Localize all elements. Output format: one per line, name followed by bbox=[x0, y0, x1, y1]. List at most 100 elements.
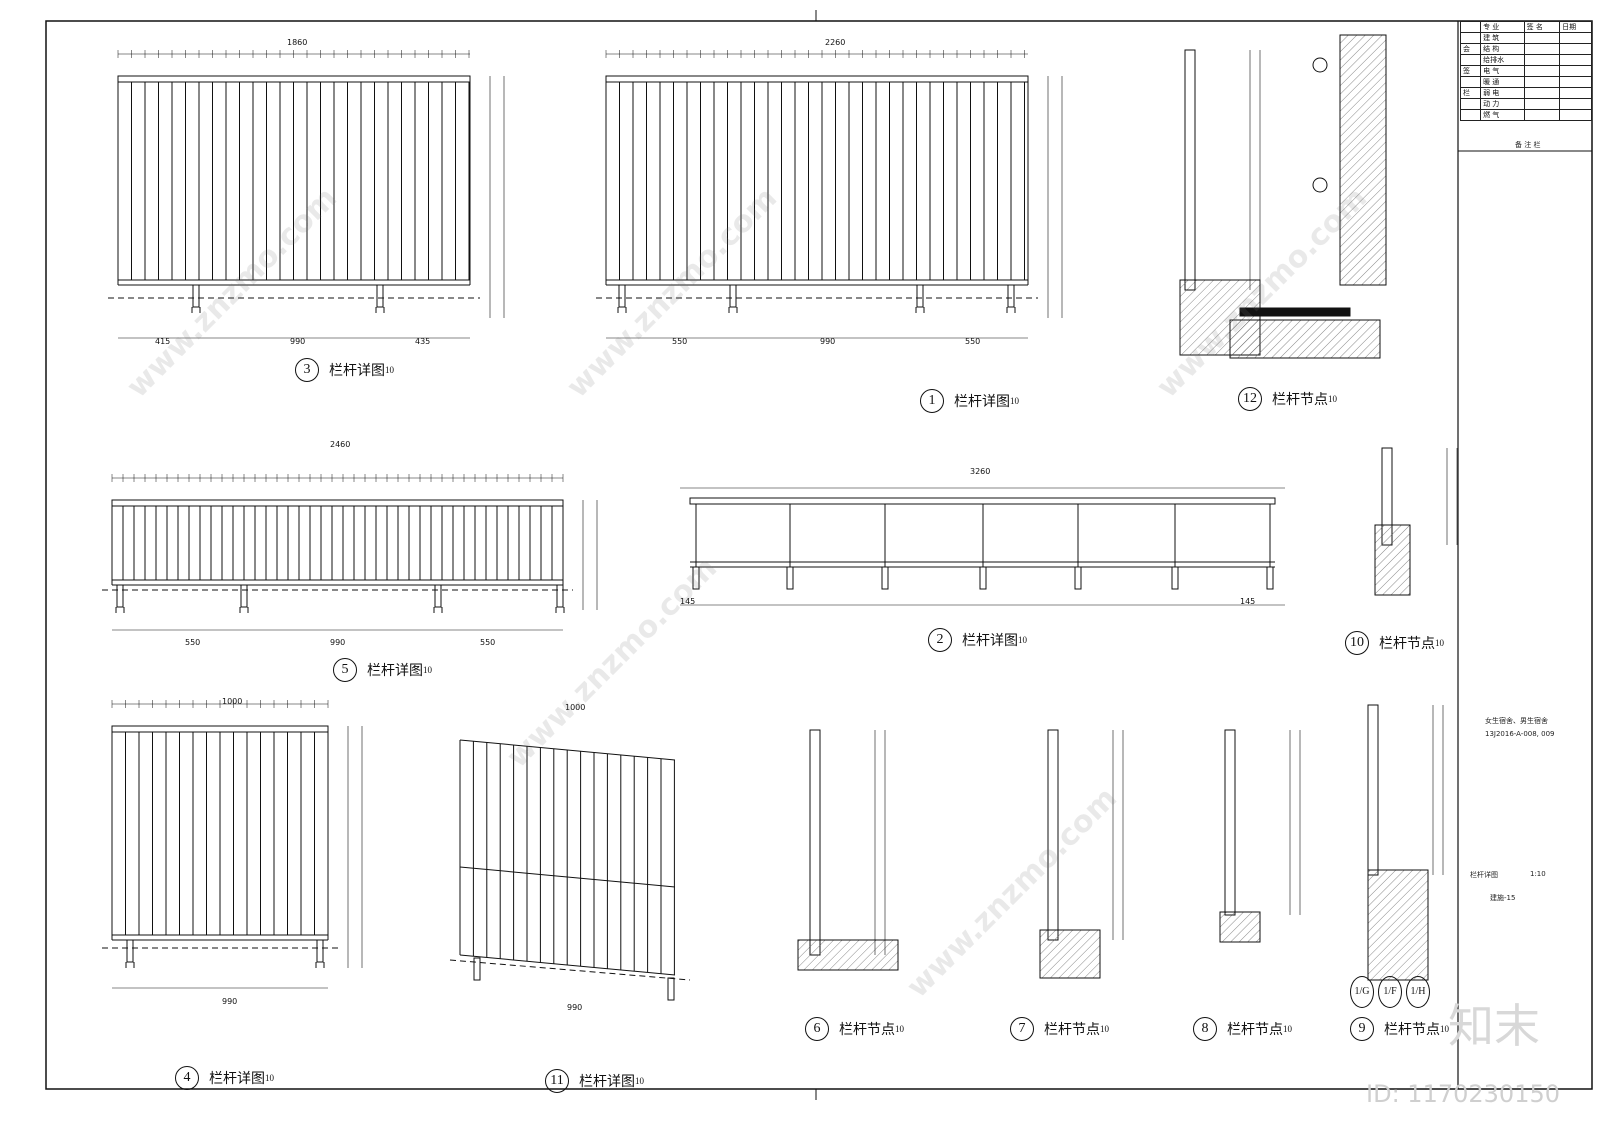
signoff-cell: 电 气 bbox=[1480, 65, 1525, 77]
signoff-cell bbox=[1523, 76, 1561, 88]
dim-d3-b1: 415 bbox=[155, 337, 171, 346]
signoff-row: 会结 构 bbox=[1459, 43, 1592, 55]
signoff-row: 建 筑 bbox=[1459, 32, 1592, 44]
bottom-rail bbox=[459, 954, 676, 976]
signoff-cell bbox=[1459, 76, 1482, 88]
railing-detail-3 bbox=[108, 50, 505, 339]
anchor-bolt bbox=[125, 962, 135, 968]
signoff-cell bbox=[1523, 43, 1561, 55]
signoff-cell: 燃 气 bbox=[1480, 109, 1525, 121]
anchor-post bbox=[729, 284, 737, 308]
finish-floor-line bbox=[449, 959, 691, 981]
anchor-post bbox=[434, 584, 442, 608]
railing-node-7 bbox=[1039, 729, 1124, 979]
handrail-section bbox=[1312, 57, 1328, 73]
brand-logo: 知末 bbox=[1448, 999, 1540, 1053]
anchor-post bbox=[786, 566, 794, 590]
railing-detail-1 bbox=[596, 50, 1063, 339]
anchor-bolt bbox=[191, 307, 201, 313]
signoff-row: 给排水 bbox=[1459, 54, 1592, 66]
signoff-cell: 暖 通 bbox=[1480, 76, 1525, 88]
post-section bbox=[1184, 49, 1196, 291]
anchor-bolt bbox=[728, 307, 738, 313]
top-handrail bbox=[111, 499, 564, 507]
signoff-cell bbox=[1559, 54, 1592, 66]
anchor-post bbox=[376, 284, 384, 308]
project-number: 13J2016-A-008, 009 bbox=[1485, 730, 1555, 738]
top-handrail bbox=[111, 725, 329, 733]
dim-d1-b3: 550 bbox=[965, 337, 981, 346]
concrete-slab bbox=[1219, 911, 1261, 943]
drawing-number: 建施-15 bbox=[1490, 894, 1516, 902]
railing-node-8 bbox=[1219, 729, 1301, 943]
dim-d2-total: 3260 bbox=[970, 467, 991, 476]
signoff-cell: 签 bbox=[1459, 65, 1482, 77]
anchor-bolt bbox=[115, 607, 125, 613]
railing-node-6 bbox=[797, 729, 899, 971]
signoff-cell: 动 力 bbox=[1480, 98, 1525, 110]
axis-markers: 1/G 1/F 1/H bbox=[1350, 976, 1430, 1008]
railing-node-10 bbox=[1374, 447, 1458, 596]
signoff-row: 签电 气 bbox=[1459, 65, 1592, 77]
signoff-cell: 会 bbox=[1459, 43, 1482, 55]
handrail-section bbox=[1312, 177, 1328, 193]
id-label: ID: 1170230150 bbox=[1366, 1080, 1560, 1108]
signoff-table: 专 业签 名日期建 筑会结 构给排水签电 气暖 通栏弱 电动 力燃 气 bbox=[1459, 21, 1592, 121]
signoff-cell bbox=[1459, 32, 1482, 44]
concrete-slab bbox=[1367, 869, 1429, 981]
signoff-cell bbox=[1459, 21, 1482, 33]
signoff-cell: 专 业 bbox=[1480, 21, 1525, 33]
sheet-border bbox=[45, 20, 1593, 1090]
axis-marker-g: 1/G bbox=[1350, 976, 1374, 1008]
dim-d3-b3: 435 bbox=[415, 337, 431, 346]
wall-section bbox=[1339, 34, 1387, 286]
anchor-post bbox=[1171, 566, 1179, 590]
anchor-bolt bbox=[315, 962, 325, 968]
dim-d3-total: 1860 bbox=[287, 38, 308, 47]
railing-detail-11 bbox=[449, 739, 691, 1001]
signoff-cell bbox=[1559, 109, 1592, 121]
signoff-cell: 栏 bbox=[1459, 87, 1482, 99]
anchor-post bbox=[692, 566, 700, 590]
drawing-scale: 1:10 bbox=[1530, 870, 1546, 878]
dim-d5-total: 2460 bbox=[330, 440, 351, 449]
signoff-cell bbox=[1459, 54, 1482, 66]
axis-marker-f: 1/F bbox=[1378, 976, 1402, 1008]
anchor-post bbox=[979, 566, 987, 590]
signoff-cell bbox=[1523, 109, 1561, 121]
wall-section-12 bbox=[1229, 34, 1387, 359]
signoff-row: 专 业签 名日期 bbox=[1459, 21, 1592, 33]
signoff-cell: 给排水 bbox=[1480, 54, 1525, 66]
dim-d1-total: 2260 bbox=[825, 38, 846, 47]
floor-slab bbox=[1229, 319, 1381, 359]
concrete-slab bbox=[797, 939, 899, 971]
anchor-post bbox=[116, 584, 124, 608]
dim-d11-b: 990 bbox=[567, 1003, 583, 1012]
signoff-cell bbox=[1559, 43, 1592, 55]
post-section bbox=[1367, 704, 1379, 876]
dim-d2-e1: 145 bbox=[680, 597, 696, 606]
anchor-post bbox=[316, 939, 324, 963]
signoff-cell bbox=[1559, 76, 1592, 88]
signoff-row: 动 力 bbox=[1459, 98, 1592, 110]
anchor-post bbox=[556, 584, 564, 608]
anchor-post bbox=[618, 284, 626, 308]
anchor-post bbox=[1074, 566, 1082, 590]
waterproof-layer bbox=[1239, 307, 1351, 317]
signoff-row: 暖 通 bbox=[1459, 76, 1592, 88]
dim-d2-e2: 145 bbox=[1240, 597, 1256, 606]
signoff-cell bbox=[1559, 98, 1592, 110]
signoff-cell bbox=[1459, 109, 1482, 121]
anchor-bolt bbox=[617, 307, 627, 313]
top-handrail bbox=[117, 75, 471, 83]
anchor-post bbox=[667, 977, 675, 1001]
railing-detail-2 bbox=[680, 487, 1285, 606]
anchor-bolt bbox=[239, 607, 249, 613]
post-section bbox=[1047, 729, 1059, 941]
axis-marker-h: 1/H bbox=[1406, 976, 1430, 1008]
